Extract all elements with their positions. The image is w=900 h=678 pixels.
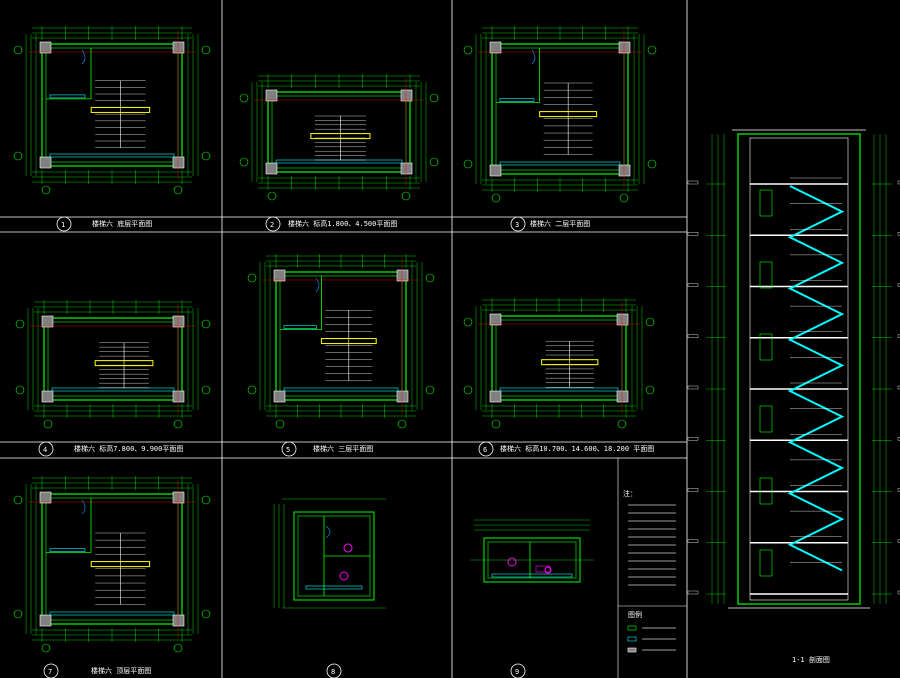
panel-number-1: 1 bbox=[56, 216, 72, 232]
svg-text:5: 5 bbox=[286, 446, 290, 454]
panel-number-2: 2 bbox=[265, 216, 281, 232]
notes-block bbox=[618, 504, 687, 653]
panel-title-2: 楼梯六 标高1.800、4.500平面图 bbox=[288, 219, 397, 228]
svg-text:3: 3 bbox=[515, 221, 519, 229]
section-title: 1-1 剖面图 bbox=[792, 655, 830, 664]
panel-title-1: 楼梯六 底层平面图 bbox=[92, 219, 152, 228]
floor-plan-5 bbox=[247, 254, 435, 429]
panel-number-4: 4 bbox=[38, 441, 54, 457]
panel-title-5: 楼梯六 三层平面图 bbox=[313, 444, 373, 453]
svg-text:2: 2 bbox=[270, 221, 274, 229]
floor-plan-6 bbox=[463, 298, 655, 429]
svg-text:8: 8 bbox=[331, 668, 335, 676]
detail-plan-8 bbox=[273, 498, 386, 609]
svg-text:7: 7 bbox=[48, 668, 52, 676]
floor-plan-7 bbox=[13, 476, 211, 653]
svg-text:6: 6 bbox=[483, 446, 487, 454]
stair-section bbox=[687, 129, 900, 609]
panel-title-4: 楼梯六 标高7.800、9.900平面图 bbox=[74, 444, 183, 453]
sheet-frame-lines bbox=[0, 0, 688, 678]
detail-plan-9 bbox=[470, 519, 594, 583]
panel-number-7: 7 bbox=[43, 663, 59, 678]
notes-heading: 注： bbox=[623, 489, 637, 498]
panel-title-3: 楼梯六 二层平面图 bbox=[530, 219, 590, 228]
panel-number-9: 9 bbox=[510, 663, 526, 678]
panel-title-7: 楼梯六 顶层平面图 bbox=[91, 666, 151, 675]
floor-plans bbox=[13, 26, 657, 653]
svg-text:1: 1 bbox=[61, 221, 65, 229]
panel-number-6: 6 bbox=[478, 441, 494, 457]
floor-plan-4 bbox=[15, 300, 211, 429]
svg-text:4: 4 bbox=[43, 446, 47, 454]
panel-title-6: 楼梯六 标高10.700、14.600、18.200 平面图 bbox=[500, 444, 654, 453]
panel-number-3: 3 bbox=[510, 216, 526, 232]
panel-number-8: 8 bbox=[326, 663, 342, 678]
floor-plan-3 bbox=[463, 26, 657, 203]
floor-plan-1 bbox=[13, 26, 211, 195]
floor-plan-2 bbox=[239, 74, 439, 201]
detail-plans bbox=[273, 498, 594, 609]
legend-title: 图例 bbox=[628, 610, 642, 619]
panel-number-5: 5 bbox=[281, 441, 297, 457]
svg-text:9: 9 bbox=[515, 668, 519, 676]
